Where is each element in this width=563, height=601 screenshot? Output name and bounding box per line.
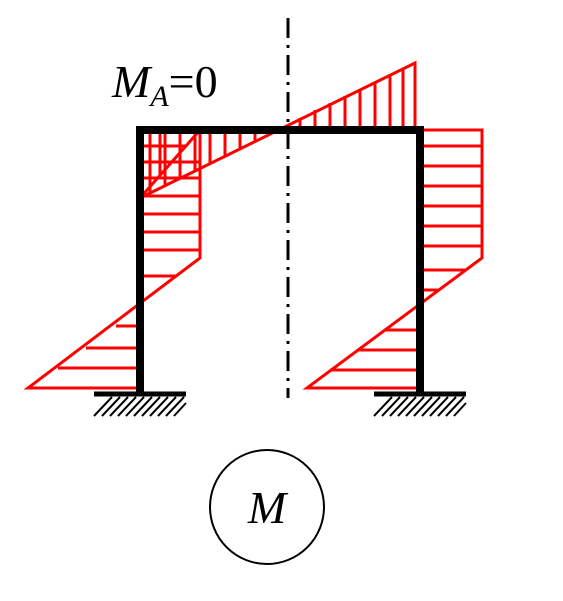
frame-structure <box>136 126 424 392</box>
moment-label: MA=0 <box>111 56 218 113</box>
moment-equals-value: =0 <box>169 56 218 107</box>
left-fixed-support <box>93 391 187 417</box>
beam-moment-outline <box>139 60 417 200</box>
diagram-tag-text: M <box>247 482 289 533</box>
moment-diagram <box>23 60 484 390</box>
right-support-hatching <box>373 396 467 417</box>
right-fixed-support <box>373 391 467 417</box>
moment-symbol: M <box>111 56 153 107</box>
frame-members <box>136 126 424 392</box>
left-column-moment-diagram <box>23 126 202 390</box>
right-column-moment-outline <box>302 128 484 390</box>
diagram-tag-circle <box>209 449 325 565</box>
diagram-tag: M <box>209 449 325 565</box>
moment-subscript: A <box>148 80 169 113</box>
right-column-moment-diagram <box>302 128 484 390</box>
left-support-hatching <box>93 396 187 417</box>
